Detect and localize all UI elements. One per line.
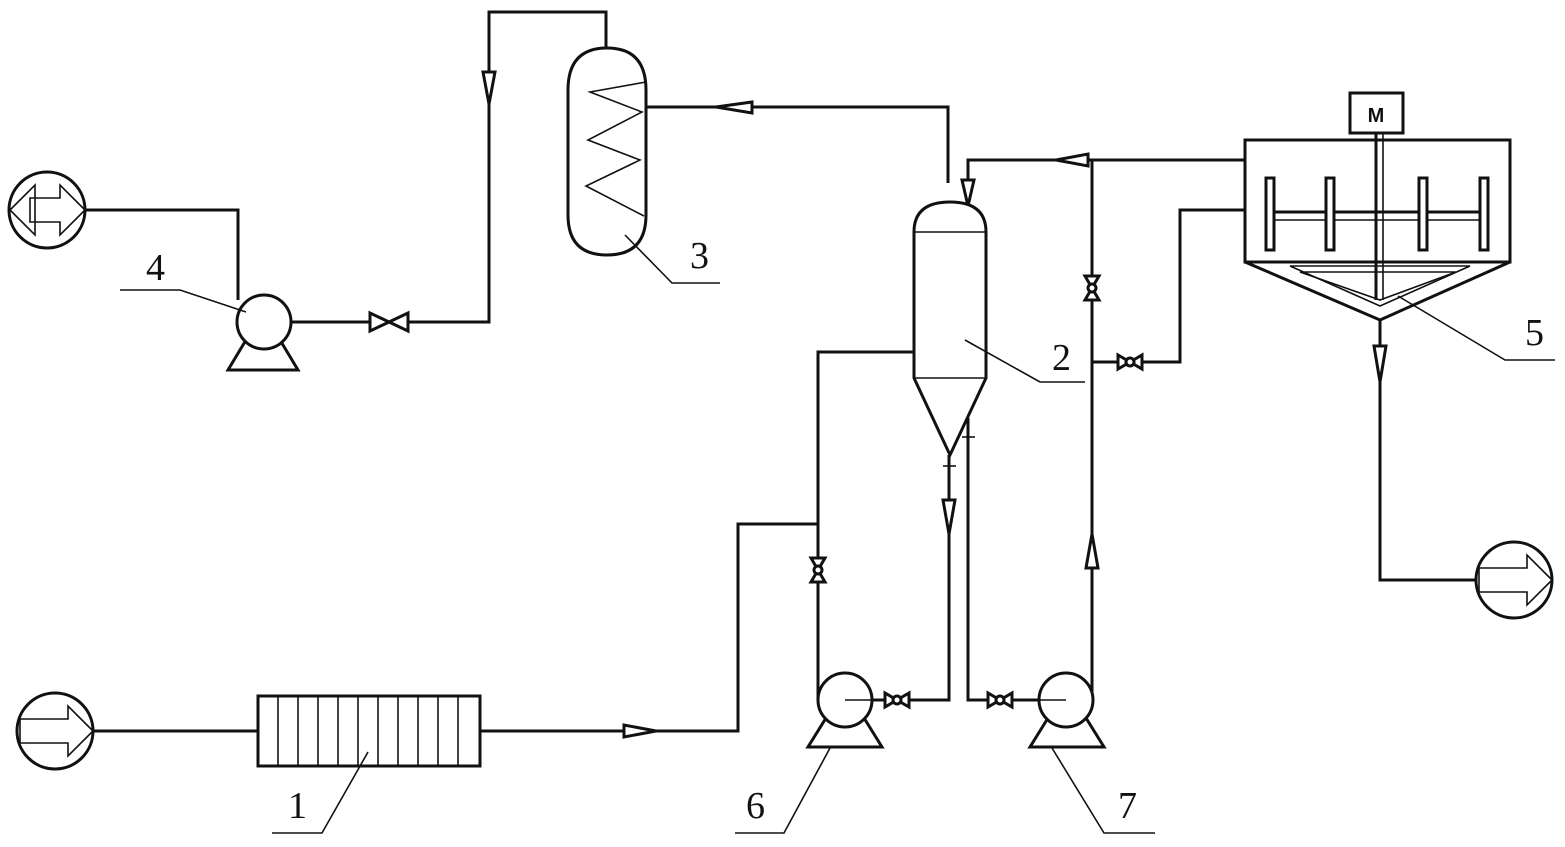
inlet-left-bottom [15,691,95,771]
vacuum-pump [225,293,301,372]
pipe-top-header [966,158,1245,205]
outlet-right [1474,540,1554,620]
pipe-column-bottom-to-pump6 [870,455,951,702]
label-vacuum-pump: 4 [146,247,165,289]
circulation-pump-right [1027,671,1107,749]
flow-arrow-right [622,723,657,739]
arrow-left-icon [8,183,36,237]
evaporator-column [912,200,988,459]
ball-valve-icon [1116,352,1144,372]
label-condenser: 3 [690,235,709,277]
pipe-tank5-to-riser [1092,208,1245,364]
coil-condenser [566,46,648,257]
cooling-coil [584,81,647,217]
flow-arrow-down [960,178,976,207]
plate-heat-exchanger [256,694,482,768]
label-pump-right: 7 [1118,785,1137,827]
stirred-crystallizer-tank: M [1243,91,1512,322]
piping [85,10,1478,733]
flow-arrow-up [1084,533,1100,570]
flow-arrows [481,70,1388,739]
pipe-pump4-to-outlet [85,208,240,300]
pipe-tank5-to-outlet [1378,320,1478,582]
label-heat-exchanger: 1 [288,785,307,827]
pipe-column-bottom-to-pump7 [966,418,1040,702]
flow-arrow-left [715,100,754,115]
outlet-left-top [7,170,87,250]
ball-valve-icon [986,690,1014,710]
ball-valve-icon [1082,274,1102,302]
flow-arrow-down [941,498,957,535]
flow-arrow-down [1372,344,1388,383]
component-labels: 1 2 3 4 5 6 7 [146,235,1544,827]
pipe-exchanger-to-column [480,522,818,733]
pipe-condenser-to-pump4 [408,10,608,324]
circulation-pump-left [805,671,885,749]
arrow-right-icon [1478,553,1554,607]
label-pump-left: 6 [746,785,765,827]
ball-valve-icon [808,556,828,584]
leader-lines [120,234,1555,834]
valves [368,274,1144,710]
ball-valve-icon [883,690,911,710]
agitator-motor [1348,91,1405,135]
arrow-right-icon [19,704,95,758]
gate-valve-icon [368,310,410,334]
pipe-column-to-condenser [646,105,950,183]
label-evaporator-column: 2 [1052,337,1071,379]
flow-arrow-left [1055,152,1090,168]
flow-arrow-down [481,70,497,105]
label-crystallizer-tank: 5 [1525,312,1544,354]
pipe-pump6-recirculation [816,350,914,700]
motor-label: M [1368,105,1385,127]
